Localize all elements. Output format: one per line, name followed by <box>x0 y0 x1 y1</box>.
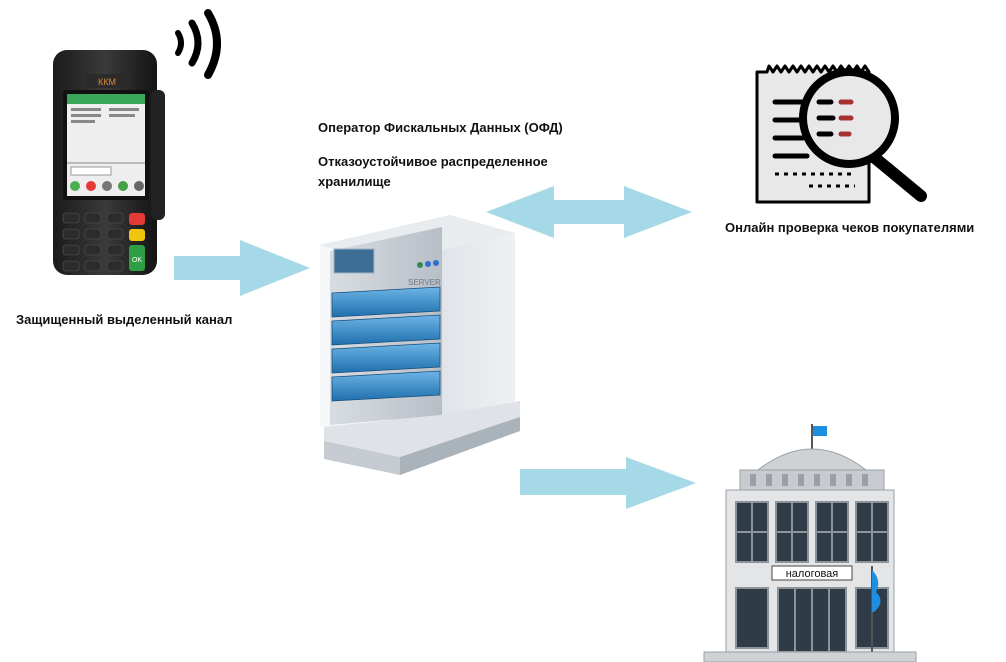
ofd-title: Оператор Фискальных Данных (ОФД) <box>318 120 563 135</box>
arrow-server-to-tax <box>520 457 696 509</box>
secure-channel-label: Защищенный выделенный канал <box>16 312 233 327</box>
arrow-terminal-to-server <box>174 240 310 296</box>
terminal-brand: ККМ <box>98 77 116 87</box>
server: SERVER <box>320 215 520 475</box>
terminal-ok-key: OK <box>132 257 142 264</box>
tax-office-sign: налоговая <box>786 568 839 580</box>
ofd-storage-label: Отказоустойчивое распределенное хранилищ… <box>318 154 548 189</box>
flag-icon <box>813 426 827 436</box>
payment-terminal: ККМ OK <box>53 50 165 275</box>
arrow-server-check-bidirectional <box>486 186 692 238</box>
tax-office-building: налоговая <box>703 424 917 662</box>
receipt-magnifier-icon <box>755 64 927 204</box>
online-check-label: Онлайн проверка чеков покупателями <box>725 220 975 235</box>
server-brand: SERVER <box>408 278 441 287</box>
wireless-signal-icon <box>175 9 221 79</box>
